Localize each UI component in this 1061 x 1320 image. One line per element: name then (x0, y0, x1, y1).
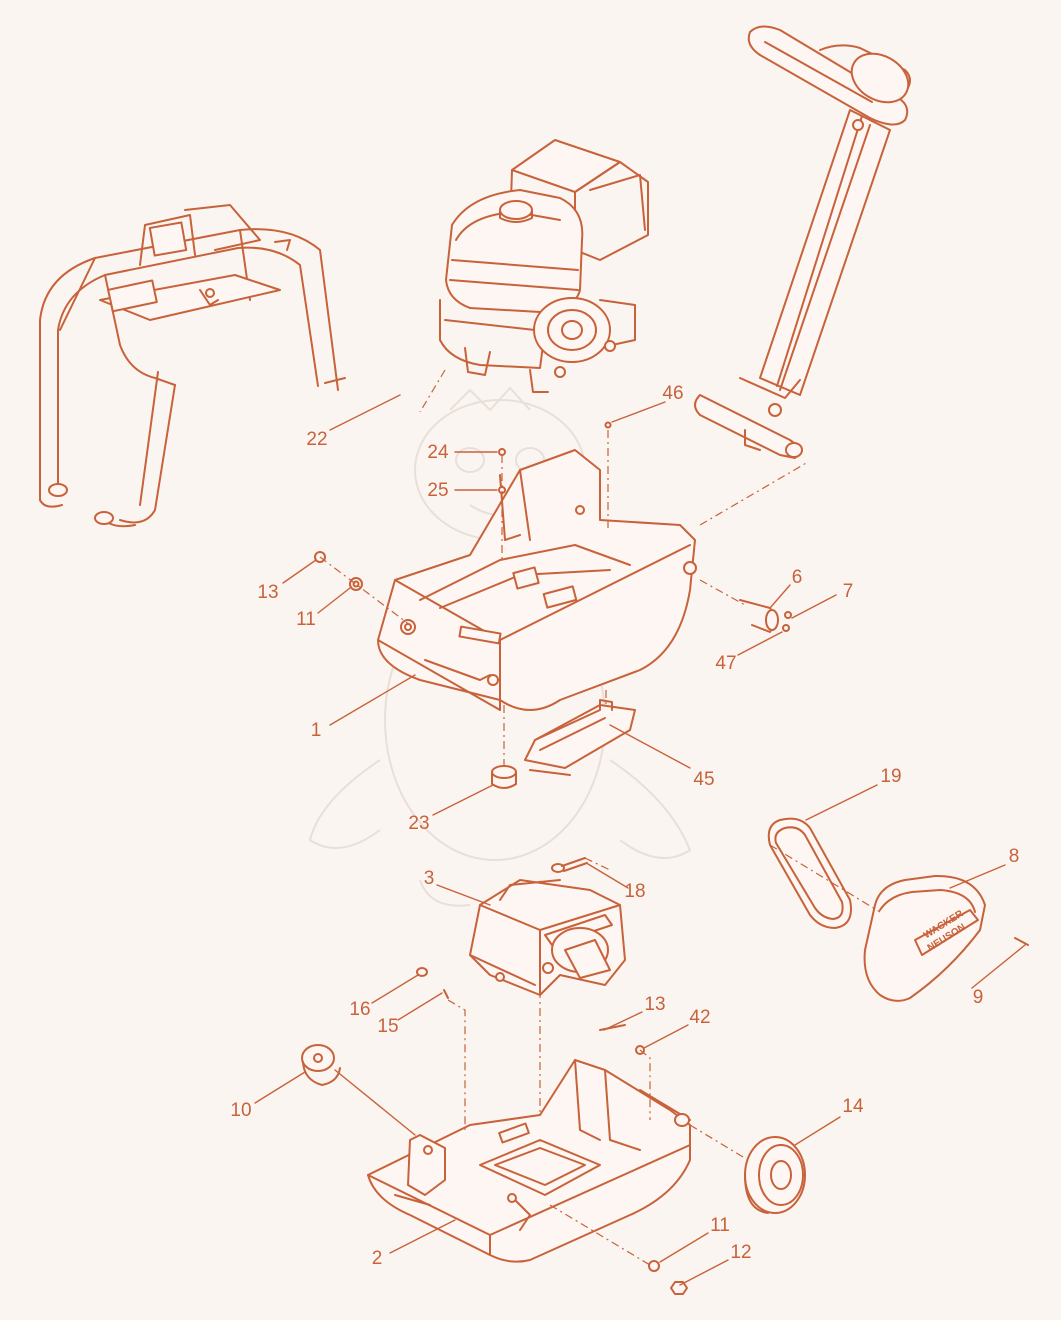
part-2-bottom-plate (367, 1059, 691, 1263)
hardware-small-parts (314, 421, 1029, 1295)
callout-18: 18 (624, 881, 645, 902)
assembly-lines (319, 369, 881, 1266)
callout-1: 1 (311, 720, 322, 741)
callout-6: 6 (792, 567, 803, 588)
part-23 (491, 765, 517, 789)
callout-8: 8 (1009, 846, 1020, 867)
callout-25: 25 (427, 480, 448, 501)
callout-15: 15 (377, 1016, 398, 1037)
callout-14: 14 (842, 1096, 864, 1117)
callout-7: 7 (843, 581, 854, 602)
part-10-mount (301, 1044, 341, 1086)
callout-19: 19 (880, 766, 901, 787)
callout-11: 11 (296, 609, 316, 630)
roll-cage (39, 204, 346, 528)
part-18-bolt (551, 857, 588, 873)
part-19-belt (767, 817, 852, 929)
callout-13: 13 (257, 582, 278, 603)
callout-42: 42 (689, 1007, 710, 1028)
main-frame (377, 449, 697, 711)
callout-24: 24 (427, 442, 449, 463)
leader-lines (254, 394, 1026, 1286)
callout-23: 23 (408, 813, 429, 834)
callout-10: 10 (230, 1100, 251, 1121)
callout-45: 45 (693, 769, 714, 790)
callout-46: 46 (662, 383, 683, 404)
callout-3: 3 (424, 868, 435, 889)
callout-11: 11 (710, 1215, 730, 1236)
callout-47: 47 (715, 653, 736, 674)
part-3-exciter (469, 879, 626, 996)
callout-12: 12 (730, 1242, 751, 1263)
callout-2: 2 (372, 1248, 383, 1269)
callout-13: 13 (644, 994, 665, 1015)
part-45 (524, 699, 636, 776)
guide-handle (694, 25, 911, 459)
callout-labels: 46 22 24 25 13 11 6 7 47 1 45 23 19 3 18… (230, 383, 1019, 1269)
part-8-belt-guard: WACKER NEUSON (863, 874, 986, 1002)
part-14-wheel (744, 1136, 806, 1214)
callout-22: 22 (306, 429, 327, 450)
callout-9: 9 (973, 987, 984, 1008)
engine (439, 139, 649, 393)
callout-16: 16 (349, 999, 370, 1020)
